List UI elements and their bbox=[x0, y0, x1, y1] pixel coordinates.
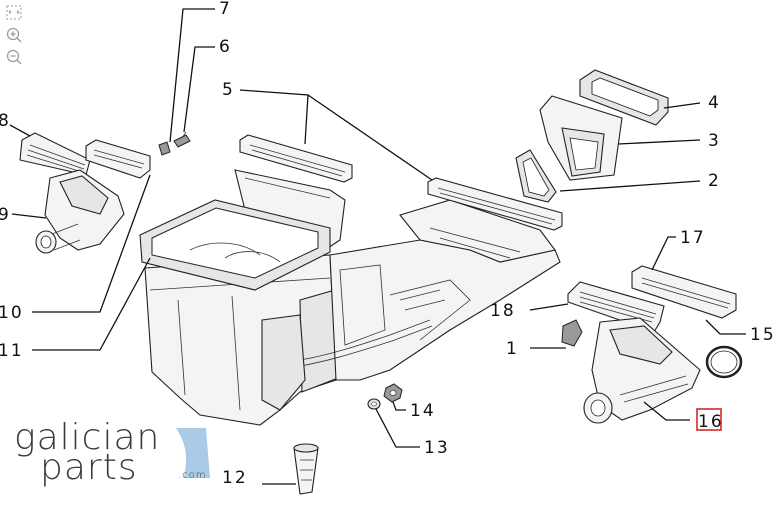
callout-14: 14 bbox=[410, 401, 436, 421]
callout-13: 13 bbox=[424, 438, 450, 458]
leader-lines bbox=[9, 8, 746, 485]
callout-12: 12 bbox=[222, 468, 248, 488]
callout-4: 4 bbox=[708, 93, 721, 113]
part-12-drain-tube bbox=[293, 443, 319, 495]
callout-16-highlight bbox=[696, 408, 722, 431]
part-10-grille bbox=[85, 139, 151, 179]
part-8-grille bbox=[19, 132, 91, 176]
logo-line2: parts bbox=[40, 447, 138, 488]
part-15-o-ring bbox=[705, 345, 743, 379]
part-3-outlet bbox=[539, 95, 623, 181]
logo-accent-shape bbox=[176, 428, 210, 478]
callout-11: 11 bbox=[0, 341, 24, 361]
callout-2: 2 bbox=[708, 171, 721, 191]
callout-9: 9 bbox=[0, 205, 11, 225]
heater-housing bbox=[139, 169, 561, 426]
callout-labels: 7 6 5 8 9 10 11 4 3 2 17 15 18 1 16 14 1… bbox=[0, 0, 776, 488]
callout-3: 3 bbox=[708, 131, 721, 151]
zoom-out-icon[interactable] bbox=[4, 48, 26, 66]
part-14-nut bbox=[383, 383, 403, 403]
part-4-frame bbox=[579, 69, 669, 126]
part-7-nut bbox=[158, 141, 171, 156]
part-9-duct bbox=[35, 169, 125, 254]
part-16-duct bbox=[583, 317, 701, 424]
callout-18: 18 bbox=[490, 301, 516, 321]
callout-1: 1 bbox=[506, 339, 519, 359]
callout-5: 5 bbox=[222, 80, 235, 100]
zoom-in-icon[interactable] bbox=[4, 26, 26, 44]
part-17-grille bbox=[631, 265, 737, 319]
part-2-gasket bbox=[515, 149, 557, 203]
callout-8: 8 bbox=[0, 111, 11, 131]
fit-icon[interactable] bbox=[4, 4, 26, 22]
part-13-washer bbox=[367, 398, 381, 410]
callout-16: 16 bbox=[698, 412, 724, 432]
part-1-clip bbox=[561, 319, 583, 347]
callout-10: 10 bbox=[0, 303, 24, 323]
callout-17: 17 bbox=[680, 228, 706, 248]
callout-6: 6 bbox=[219, 37, 232, 57]
logo-line1: galician bbox=[14, 417, 161, 458]
logo-suffix: .com bbox=[178, 470, 207, 481]
part-6-screw bbox=[173, 131, 191, 148]
callout-7: 7 bbox=[219, 0, 232, 19]
callout-15: 15 bbox=[750, 325, 776, 345]
part-5-vent-strips bbox=[239, 134, 563, 231]
